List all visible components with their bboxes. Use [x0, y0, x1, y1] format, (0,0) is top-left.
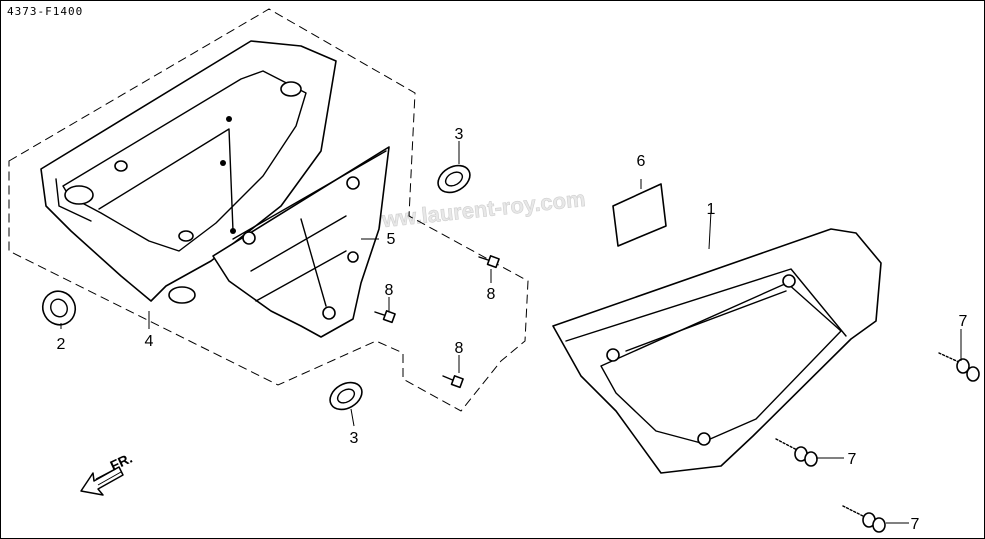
callout-3-lower: 3: [350, 430, 359, 447]
callout-7-middle: 7: [848, 451, 857, 468]
part-8-screw-a: [478, 255, 500, 269]
callout-8-left: 8: [385, 282, 394, 299]
part-4-side-cover-frame: [40, 40, 337, 304]
part-8-screw-b: [374, 310, 396, 324]
part-2-grommet: [41, 290, 77, 326]
part-7-bolt-a: [938, 352, 980, 382]
callout-3-upper: 3: [455, 126, 464, 143]
callout-5: 5: [387, 231, 396, 248]
diagram-code: 4373-F1400: [7, 5, 83, 18]
watermark: www.laurent-roy.com: [363, 186, 587, 234]
callout-2: 2: [57, 336, 66, 353]
part-5-bracket-plate: [212, 146, 390, 338]
callout-7-upper: 7: [959, 313, 968, 330]
callout-7-lower: 7: [911, 516, 920, 533]
part-7-bolt-c: [842, 505, 886, 533]
front-direction-marker: FR.: [80, 450, 135, 496]
part-1-side-cover: [552, 228, 882, 474]
assembly-boundary: [8, 8, 529, 412]
part-7-bolt-b: [775, 438, 818, 467]
part-8-screw-c: [442, 375, 464, 389]
part-6-label: [612, 183, 667, 247]
callout-8-right: 8: [487, 286, 496, 303]
part-3-grommet-lower: [329, 381, 363, 411]
front-arrow-icon: [80, 466, 124, 496]
callout-8-bottom: 8: [455, 340, 464, 357]
part-3-grommet-upper: [437, 164, 471, 194]
leader-lines: [60, 141, 962, 524]
callout-4: 4: [145, 333, 154, 350]
callout-6: 6: [637, 153, 646, 170]
front-label: FR.: [108, 450, 135, 474]
callout-1: 1: [707, 201, 716, 218]
